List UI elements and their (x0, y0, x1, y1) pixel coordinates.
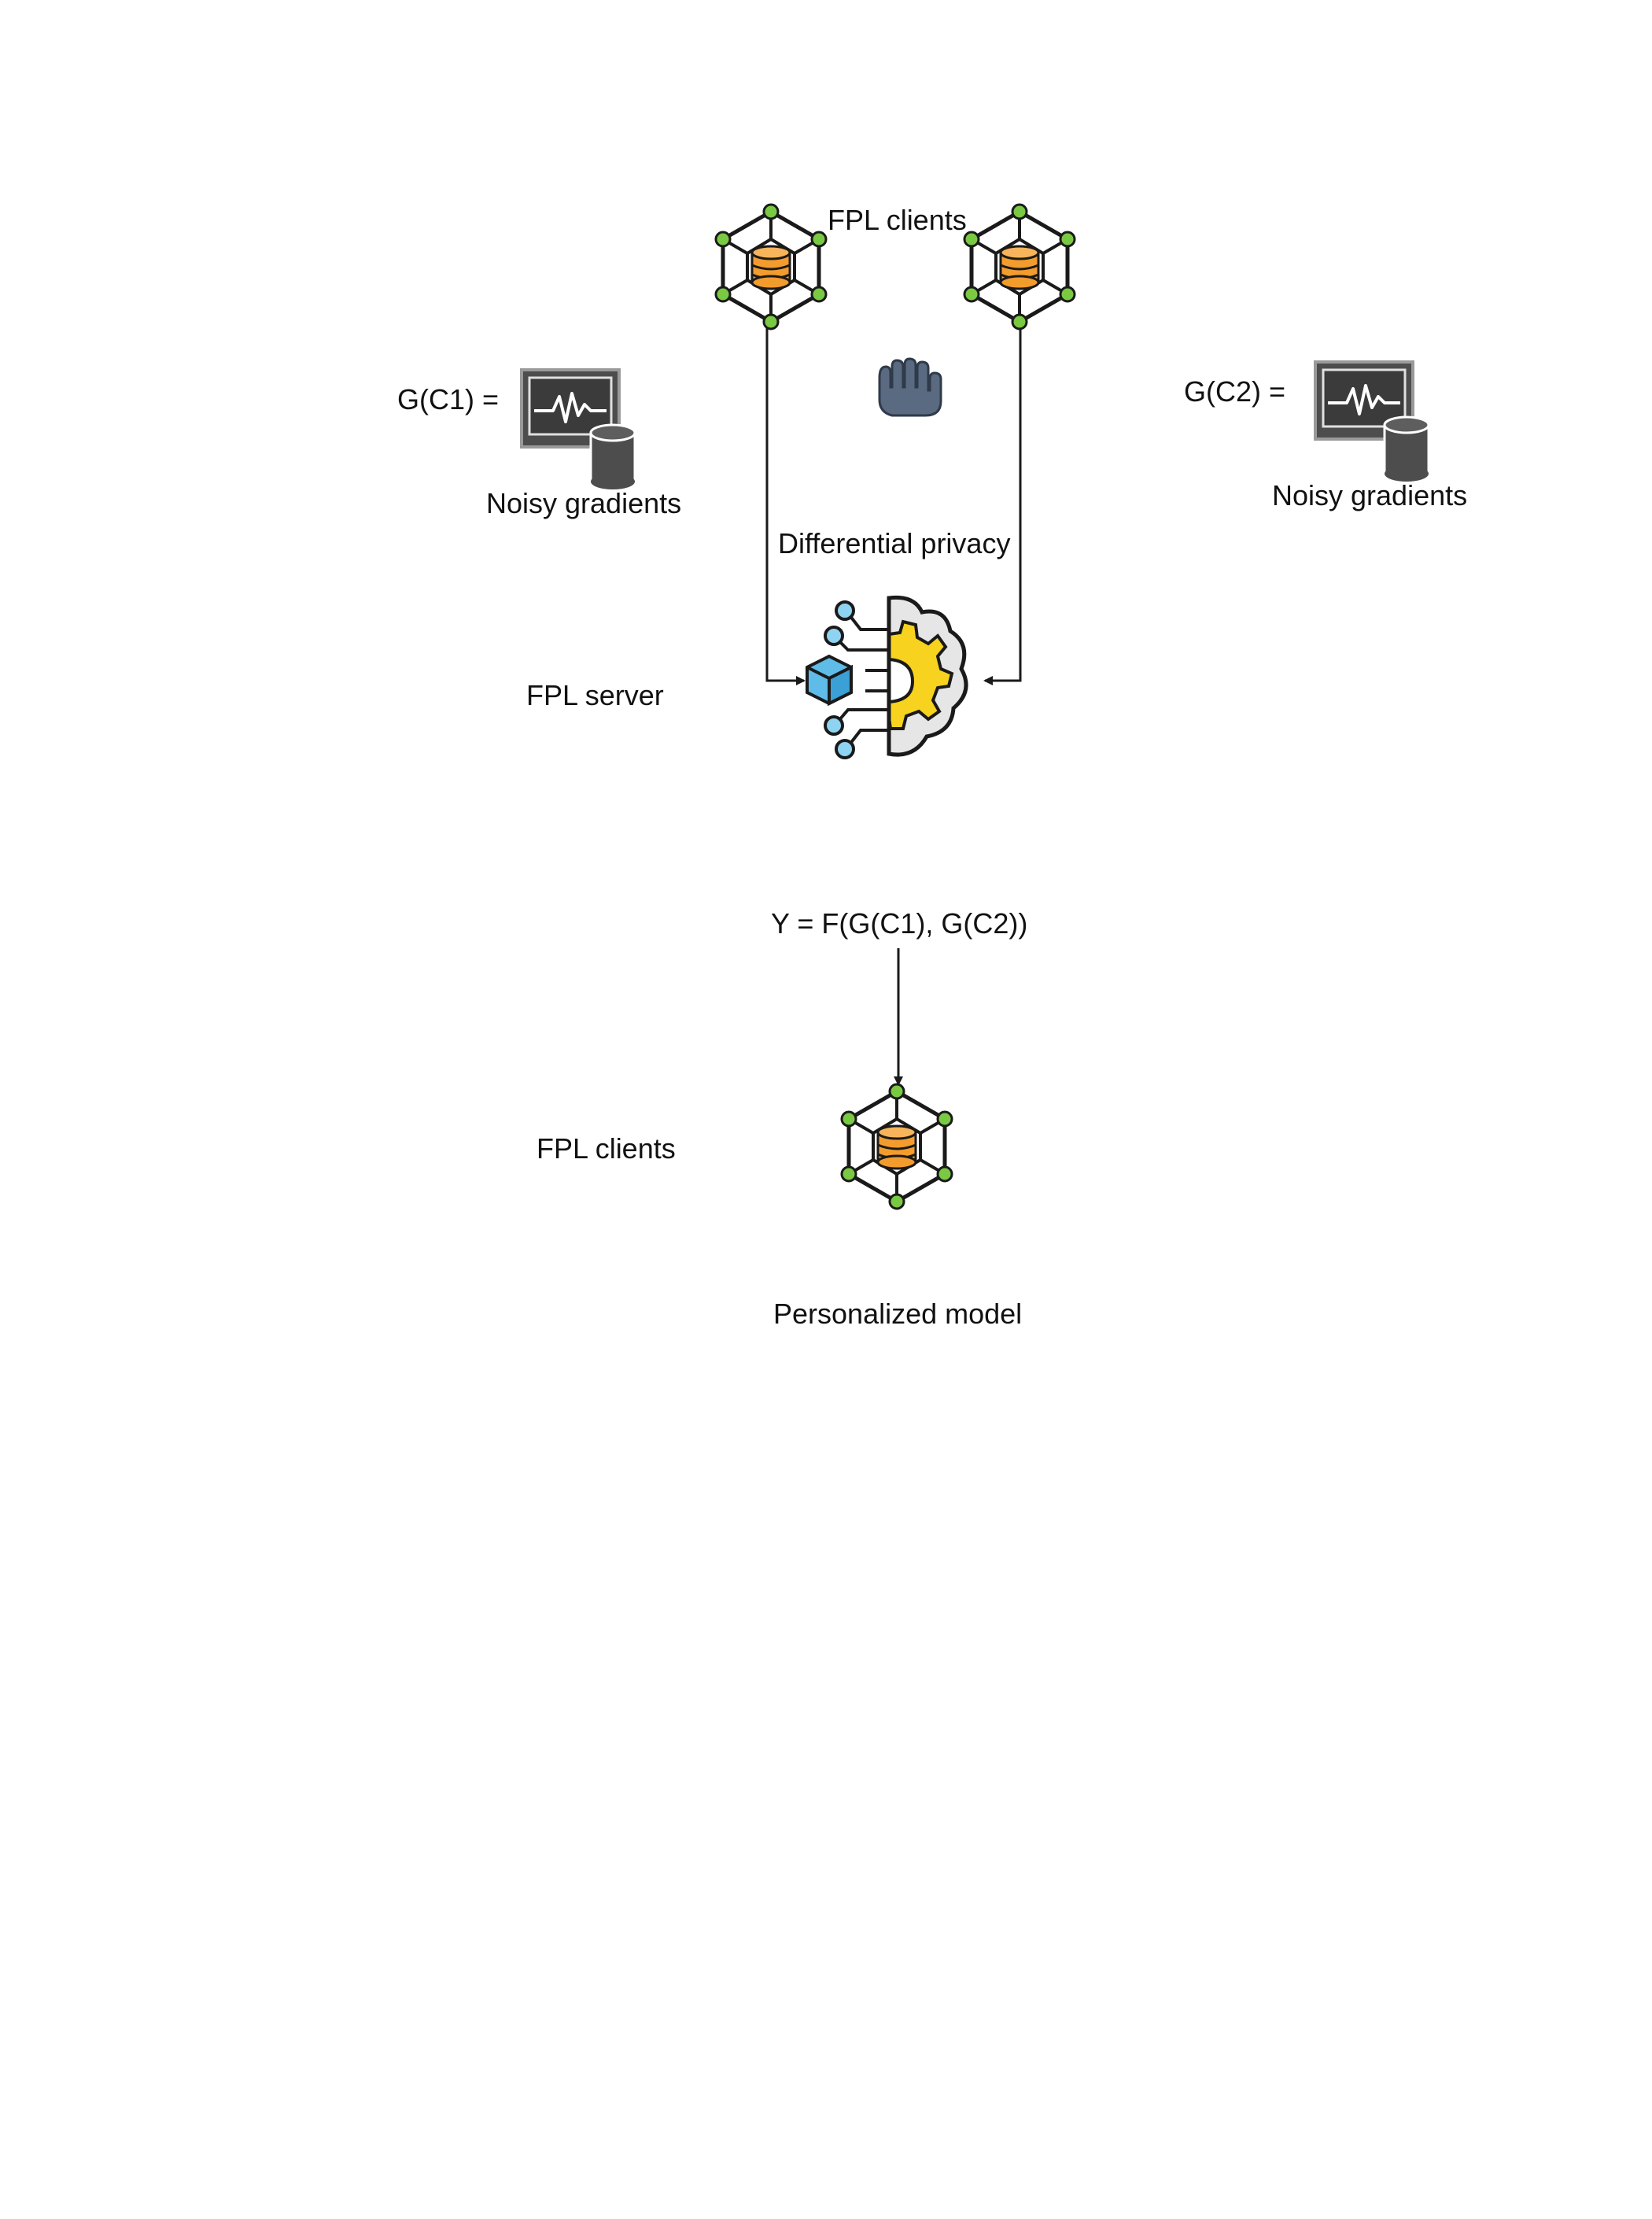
differential-privacy-label: Differential privacy (778, 527, 1011, 559)
ai-brain-gear-icon (806, 595, 968, 759)
clients-top-label: FPL clients (828, 204, 967, 236)
gradient-c1-label: G(C1) = (397, 383, 500, 415)
network-database-icon (716, 205, 826, 329)
server-label: FPL server (526, 679, 664, 711)
monitor-database-icon (520, 368, 636, 491)
connector-client2-to-server (983, 324, 1022, 685)
gradient-c2-label: G(C2) = (1184, 375, 1286, 408)
monitor-database-icon (1314, 360, 1430, 483)
connector-client1-to-server (765, 324, 806, 685)
network-database-icon (842, 1084, 952, 1209)
clients-bottom-label: FPL clients (537, 1132, 676, 1165)
noisy-gradients-right-label: Noisy gradients (1272, 479, 1468, 511)
personalized-model-label: Personalized model (773, 1298, 1023, 1330)
network-database-icon (964, 205, 1075, 329)
noisy-gradients-left-label: Noisy gradients (486, 487, 682, 519)
hand-stop-icon (878, 357, 942, 417)
aggregation-formula: Y = F(G(C1), G(C2)) (771, 907, 1028, 940)
